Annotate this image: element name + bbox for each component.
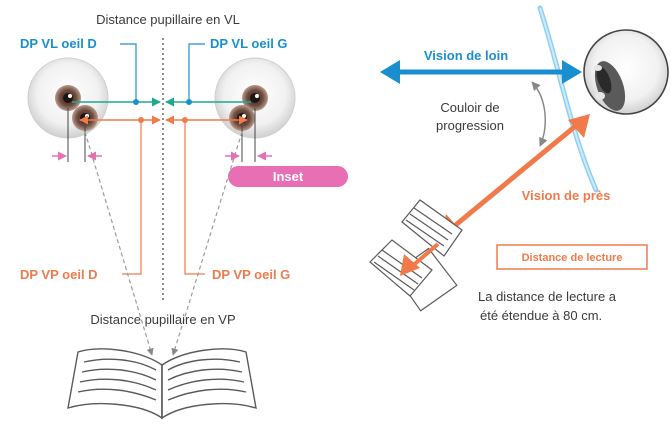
corridor-line1: Couloir de: [440, 100, 499, 115]
dp-vp-right-label: DP VP oeil D: [20, 267, 98, 282]
sight-line-left: [171, 131, 243, 356]
svg-text:Distance de lecture: Distance de lecture: [522, 252, 623, 264]
open-book-icon: [67, 348, 257, 420]
far-vision-label: Vision de loin: [424, 48, 508, 63]
dp-vl-left-connector: [188, 43, 205, 102]
vl-right-dot: [133, 99, 139, 105]
dp-vl-left-label: DP VL oeil G: [210, 36, 288, 51]
reading-distance-box: Distance de lecture: [496, 244, 648, 270]
note-line1: La distance de lecture a: [478, 289, 617, 304]
corridor-arc: [531, 81, 548, 147]
dp-vl-right-label: DP VL oeil D: [20, 36, 97, 51]
dp-vp-right-connector: [122, 120, 142, 275]
near-vision-label: Vision de près: [522, 188, 611, 203]
dp-vl-right-connector: [120, 43, 137, 102]
sight-line-right: [84, 131, 154, 356]
note-line2: été étendue à 80 cm.: [480, 308, 602, 323]
left-eye: [214, 57, 296, 139]
far-vision-arrow: [380, 60, 582, 84]
dp-vp-left-label: DP VP oeil G: [212, 267, 290, 282]
vl-left-dot: [186, 99, 192, 105]
title-vp: Distance pupillaire en VP: [90, 312, 235, 327]
svg-text:Inset: Inset: [273, 169, 304, 184]
inset-badge: Inset: [228, 166, 348, 187]
title-vl: Distance pupillaire en VL: [96, 12, 240, 27]
corridor-line2: progression: [436, 118, 504, 133]
dp-vp-left-connector: [184, 120, 205, 275]
side-eye-icon: [583, 29, 669, 115]
